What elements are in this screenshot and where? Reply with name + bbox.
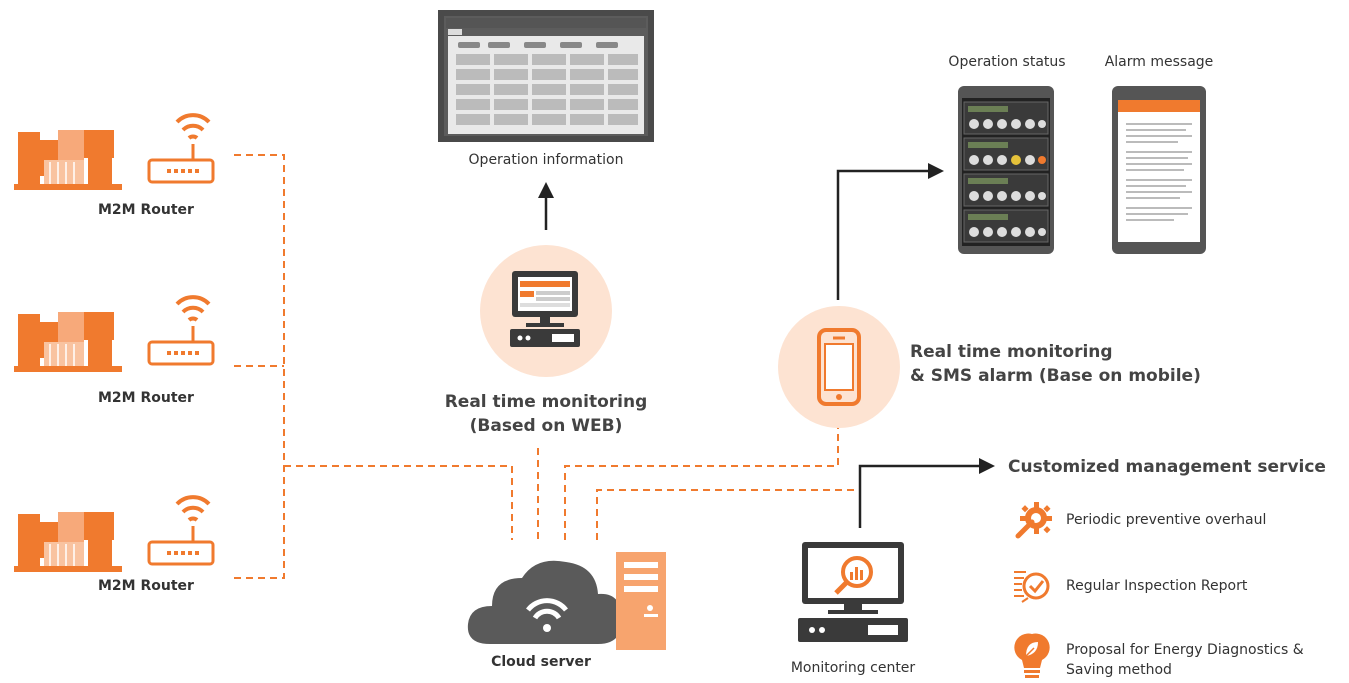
generator-icon [14,512,122,572]
mobile-monitoring-title: Real time monitoring & SMS alarm (Base o… [910,340,1240,388]
router-label: M2M Router [98,578,194,594]
alarm-message-phone [1112,86,1206,254]
generator-icon [14,312,122,372]
alarm-message-caption: Alarm message [1104,54,1214,70]
service-item-inspection: Regular Inspection Report [1066,578,1248,594]
monitoring-center-label: Monitoring center [790,660,916,676]
mobile-title-line1: Real time monitoring [910,342,1113,362]
smartphone-icon [817,328,861,406]
router-icon [147,495,215,566]
cloud-server-icon [467,552,666,650]
web-monitoring-circle [480,245,612,377]
service-item-energy: Proposal for Energy Diagnostics & Saving… [1066,640,1346,680]
monitoring-center-icon [798,542,908,642]
operation-information-screen [438,10,654,142]
operation-status-caption: Operation status [948,54,1066,70]
mobile-title-line2: & SMS alarm (Base on mobile) [910,366,1201,386]
report-check-icon [1014,571,1050,603]
cloud-server-label: Cloud server [491,654,591,670]
router-unit-2: M2M Router [14,290,219,410]
router-icon [147,295,215,366]
generator-icon [14,130,122,190]
router-bus-line [234,154,285,579]
web-title-line2: (Based on WEB) [469,416,623,436]
service-arrow [858,464,980,528]
mobile-arrow [836,169,930,300]
router-unit-1: M2M Router [14,108,219,223]
lightbulb-leaf-icon [1014,633,1050,678]
mobile-monitoring-circle [778,306,900,428]
gear-wrench-icon [1015,502,1052,539]
monitoring-to-cloud-line [596,489,861,540]
operation-information-caption: Operation information [468,152,624,168]
bus-to-cloud-line [284,465,513,540]
service-item-energy-line2: Saving method [1066,662,1172,678]
router-label: M2M Router [98,390,194,406]
service-item-energy-line1: Proposal for Energy Diagnostics & [1066,642,1304,658]
mobile-to-cloud-line [564,425,839,540]
status-panels [963,101,1049,243]
dashboard-grid [456,42,638,125]
alarm-message-screen [1118,100,1200,242]
web-monitoring-title: Real time monitoring (Based on WEB) [408,390,684,438]
router-icon [147,113,215,184]
web-title-line1: Real time monitoring [444,392,648,412]
router-unit-3: M2M Router [14,490,219,600]
router-label: M2M Router [98,202,194,218]
operation-status-phone [958,86,1054,254]
service-title: Customized management service [1008,457,1326,477]
desktop-computer-icon [510,271,580,347]
service-item-overhaul: Periodic preventive overhaul [1066,512,1267,528]
